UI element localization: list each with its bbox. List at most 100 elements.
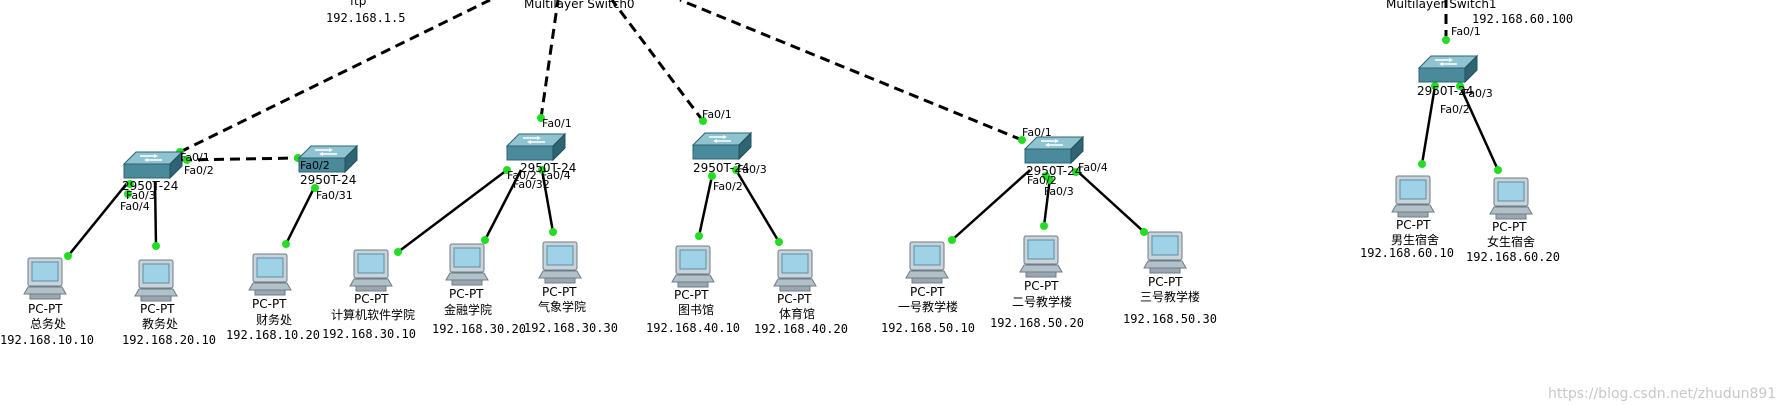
pc-ip-label: 192.168.20.10 <box>122 333 216 347</box>
pc-type-label: PC-PT <box>1024 279 1059 293</box>
switch-device[interactable] <box>1024 136 1084 164</box>
switch-device[interactable] <box>123 151 183 179</box>
pc-type-label: PC-PT <box>542 285 577 299</box>
pc-device[interactable] <box>445 243 489 286</box>
pc-device[interactable] <box>1019 235 1063 278</box>
port-label: Fa0/4 <box>120 200 150 213</box>
port-status-dot <box>311 184 319 192</box>
port-status-dot <box>1046 176 1054 184</box>
pc-device[interactable] <box>1143 231 1187 274</box>
port-status-dot <box>708 172 716 180</box>
links-layer <box>67 0 1500 257</box>
port-label: Fa0/1 <box>702 108 732 121</box>
pc-ip-label: 192.168.60.10 <box>1360 246 1454 260</box>
pc-ip-label: 192.168.30.30 <box>524 321 618 335</box>
port-status-dot <box>538 166 546 174</box>
pc-type-label: PC-PT <box>1396 218 1431 232</box>
pc-name-label: 计算机软件学院 <box>331 307 415 322</box>
port-status-dot <box>1431 82 1439 90</box>
port-dots-layer <box>64 36 1502 260</box>
port-status-dot <box>1494 166 1502 174</box>
switch-model-label: 2950T-24 <box>300 173 356 187</box>
port-label: Fa0/2 <box>300 159 330 172</box>
port-label: Fa0/2 <box>1440 103 1470 116</box>
port-status-dot <box>64 252 72 260</box>
port-status-dot <box>1140 228 1148 236</box>
port-status-dot <box>152 242 160 250</box>
port-status-dot <box>1456 82 1464 90</box>
pc-ip-label: 192.168.30.20 <box>432 322 526 336</box>
port-status-dot <box>503 166 511 174</box>
port-status-dot <box>126 180 134 188</box>
access-link <box>153 181 158 247</box>
pc-type-label: PC-PT <box>140 302 175 316</box>
pc-device[interactable] <box>248 253 292 296</box>
port-label: Fa0/1 <box>1022 126 1052 139</box>
port-status-dot <box>549 228 557 236</box>
pc-name-label: 三号教学楼 <box>1140 289 1200 304</box>
pc-ip-label: 192.168.10.10 <box>0 333 94 347</box>
switch-device[interactable] <box>1418 55 1478 83</box>
pc-device[interactable] <box>349 249 393 292</box>
trunk-link <box>181 156 299 162</box>
pc-type-label: PC-PT <box>777 292 812 306</box>
port-status-dot <box>1442 36 1450 44</box>
port-status-dot <box>775 238 783 246</box>
pc-name-label: 财务处 <box>256 312 292 327</box>
pc-type-label: PC-PT <box>354 292 389 306</box>
port-label: Fa0/3 <box>126 189 156 202</box>
pc-type-label: PC-PT <box>252 297 287 311</box>
switch-model-label: 2950T-24 <box>693 161 749 175</box>
port-status-dot <box>394 248 402 256</box>
port-label: Fa0/2 <box>1027 174 1057 187</box>
port-status-dot <box>537 114 545 122</box>
port-label: Fa0/1 <box>1451 25 1481 38</box>
access-link <box>397 169 508 253</box>
pc-device[interactable] <box>1489 177 1533 220</box>
port-status-dot <box>695 232 703 240</box>
port-label: Fa0/4 <box>541 169 571 182</box>
pc-ip-label: 192.168.50.10 <box>881 321 975 335</box>
switch-device[interactable] <box>506 133 566 161</box>
pc-device[interactable] <box>23 257 67 300</box>
port-label: Fa0/4 <box>1078 161 1108 174</box>
port-label: Fa0/3 <box>1044 185 1074 198</box>
pc-ip-label: 192.168.10.20 <box>226 328 320 342</box>
ftp-server-label: ftp <box>350 0 366 8</box>
port-label: Fa0/3 <box>737 163 767 176</box>
pc-name-label: 体育馆 <box>779 306 815 321</box>
pc-name-label: 图书馆 <box>678 302 714 317</box>
port-status-dot <box>124 190 132 198</box>
access-link <box>483 169 523 241</box>
trunk-link <box>679 0 1023 142</box>
port-label: Fa0/31 <box>316 189 353 202</box>
pc-device[interactable] <box>773 249 817 292</box>
port-status-dot <box>481 236 489 244</box>
core-switch-label: Multilayer Switch0 <box>524 0 635 11</box>
access-link <box>1042 177 1052 227</box>
multilayer-switch1-label: Multilayer Switch1 <box>1386 0 1497 11</box>
access-link <box>284 187 316 245</box>
pc-ip-label: 192.168.50.20 <box>990 316 1084 330</box>
port-status-dot <box>699 117 707 125</box>
port-label: Fa0/3 <box>1463 87 1493 100</box>
pc-device[interactable] <box>671 245 715 288</box>
pc-device[interactable] <box>134 259 178 302</box>
port-label: Fa0/2 <box>713 180 743 193</box>
pc-type-label: PC-PT <box>1148 275 1183 289</box>
port-status-dot <box>183 156 191 164</box>
pc-device[interactable] <box>538 241 582 284</box>
pc-ip-label: 192.168.40.10 <box>646 321 740 335</box>
pc-ip-label: 192.168.30.10 <box>322 327 416 341</box>
watermark-text: https://blog.csdn.net/zhudun8910 <box>1548 386 1776 402</box>
pc-device[interactable] <box>905 241 949 284</box>
pc-device[interactable] <box>1391 175 1435 218</box>
access-link <box>67 181 129 257</box>
port-status-dot <box>1018 136 1026 144</box>
pc-type-label: PC-PT <box>910 285 945 299</box>
access-link <box>1420 85 1437 165</box>
pc-name-label: 总务处 <box>30 316 66 331</box>
port-status-dot <box>1040 222 1048 230</box>
switch-device[interactable] <box>692 132 752 160</box>
switch-model-label: 2950T-24 <box>122 179 178 193</box>
